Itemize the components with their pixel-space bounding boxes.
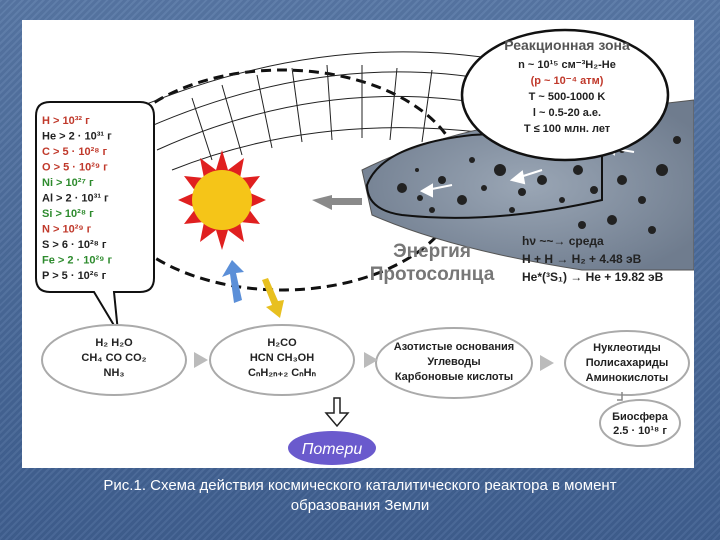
ellipse-text: Углеводы: [427, 356, 480, 368]
ellipse-text: H₂ H₂O: [95, 337, 133, 349]
abundance-entry: H > 10³² г: [42, 115, 90, 127]
reaction-zone-bubble: [460, 28, 670, 162]
abundance-entry: C > 5 · 10²⁸ г: [42, 146, 108, 158]
losses-arrow: [324, 397, 350, 428]
ellipse-text: Нуклеотиды: [593, 342, 661, 354]
reaction-zone-line: l ~ 0.5-20 a.e.: [533, 107, 601, 119]
ellipse-simple-molecules: [41, 324, 187, 396]
ellipse-text: Аминокислоты: [586, 372, 669, 384]
abundance-entry: Si > 10²⁸ г: [42, 208, 94, 220]
abundance-entry: P > 5 · 10²⁶ г: [42, 270, 107, 282]
cone-hatching: [131, 51, 503, 171]
energy-up-arrow: [222, 260, 244, 303]
caption-line-2: образования Земли: [290, 497, 430, 514]
abundance-entry: O > 5 · 10²⁹ г: [42, 162, 108, 174]
abundance-entry: Fe > 2 · 10²⁹ г: [42, 255, 112, 267]
figure-caption: Рис.1. Схема действия космического катал…: [40, 476, 680, 516]
ellipse-biopolymers: [564, 330, 690, 396]
reactor-diagram: Реакционная зона n ~ 10¹⁵ см⁻³H₂-He (p ~ …: [35, 28, 695, 465]
reaction-zone-line: (p ~ 10⁻⁴ атм): [531, 75, 604, 87]
abundance-callout: [35, 101, 155, 333]
ellipse-text: Полисахариды: [586, 357, 669, 369]
biosphere-label: Биосфера: [612, 411, 669, 423]
biosphere-bubble: [599, 399, 681, 447]
abundance-entry: N > 10²⁹ г: [42, 224, 92, 236]
reactor-contour: [365, 126, 603, 219]
losses-bubble: [288, 431, 376, 465]
protosun-icon: [178, 150, 266, 250]
ellipse-text: HCN CH₃OH: [250, 352, 314, 364]
reaction-zone-line: n ~ 10¹⁵ см⁻³H₂-He: [518, 59, 616, 71]
energy-label-line1: Энергия: [393, 241, 471, 262]
abundance-entry: Al > 2 · 10³¹ г: [42, 193, 109, 205]
reaction-2: H + H → H₂ + 4.48 эВ: [522, 252, 642, 266]
ellipse-organic-molecules: [209, 324, 355, 396]
figure-panel: Реакционная зона n ~ 10¹⁵ см⁻³H₂-He (p ~ …: [22, 20, 695, 468]
energy-label-line2: Протосолнца: [370, 264, 495, 285]
ellipse-text: CH₄ CO CO₂: [81, 352, 146, 364]
reaction-3: He*(³S₁) → He + 19.82 эВ: [522, 270, 664, 284]
abundance-entry: S > 6 · 10²⁸ г: [42, 239, 107, 251]
ellipse-bases: [375, 327, 533, 399]
biosphere-arrow: [617, 392, 623, 401]
biosphere-mass: 2.5 · 10¹⁸ г: [613, 425, 667, 437]
abundance-entry: Ni > 10²⁷ г: [42, 177, 94, 189]
caption-line-1: Рис.1. Схема действия космического катал…: [103, 477, 617, 494]
reaction-zone-title: Реакционная зона: [504, 37, 630, 53]
reaction-1: hν ~~→ среда: [522, 234, 604, 248]
abundance-entry: He > 2 · 10³¹ г: [42, 131, 112, 143]
ellipse-text: Азотистые основания: [394, 341, 514, 353]
reaction-zone-line: T ~ 500-1000 K: [529, 91, 606, 103]
gray-arrow: [312, 195, 362, 210]
process-arrows: [194, 352, 554, 371]
ellipse-text: Карбоновые кислоты: [395, 371, 513, 383]
losses-label: Потери: [302, 441, 363, 458]
reaction-zone-line: T ≤ 100 млн. лет: [524, 123, 611, 135]
ellipse-text: NH₃: [104, 367, 125, 379]
ellipse-text: CₙH₂ₙ₊₂ CₙHₙ: [248, 367, 317, 379]
energy-down-arrow: [262, 278, 284, 318]
ellipse-text: H₂CO: [267, 337, 297, 349]
